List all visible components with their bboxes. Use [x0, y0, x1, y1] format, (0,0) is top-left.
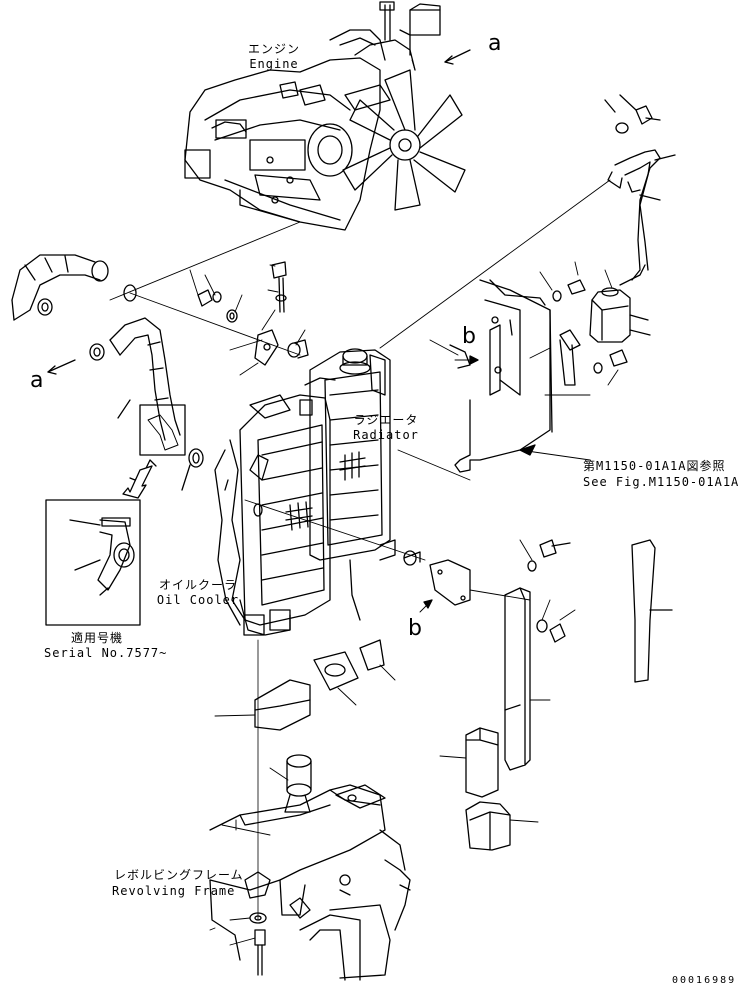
lower-mount-bracket: [403, 550, 471, 606]
cooling-fan: [342, 69, 466, 211]
reference-line-engine: [109, 221, 301, 301]
bolts-washers-top: [197, 261, 287, 323]
fig-ref-label-jp: 第M1150-01A1A図参照: [583, 459, 726, 473]
tank-bracket: [449, 279, 553, 473]
guard-strip: [631, 539, 673, 683]
arrow-a-top-head: [444, 55, 454, 65]
rubber-block-2: [465, 801, 511, 851]
ref-letter-b-upper: b: [462, 324, 476, 349]
cushion-wedge: [254, 679, 311, 731]
rubber-block-1: [465, 727, 499, 798]
top-bracket: [254, 329, 309, 366]
oil-cooler-label-en: Oil Cooler: [156, 593, 240, 607]
fig-ref-label-en: See Fig.M1150-01A1A: [583, 475, 740, 489]
arrow-a-left-head: [47, 365, 57, 375]
stay-bolts: [527, 539, 571, 643]
radiator-assembly: [214, 348, 396, 636]
frame-label-en: Revolving Frame: [112, 884, 236, 898]
radiator-label-jp: ラジエータ: [353, 413, 419, 427]
document-number: 00016989: [672, 975, 737, 986]
arrow-a-left: [47, 359, 76, 373]
ref-letter-a-top: a: [488, 31, 502, 56]
radiator-label-en: Radiator: [353, 428, 419, 442]
upper-radiator-hose: [11, 254, 109, 321]
engine-label-en: Engine: [249, 57, 299, 71]
detail-hose: [69, 517, 135, 596]
engine-assembly: [184, 1, 466, 231]
oil-cooler-label-jp: オイルクーラ: [158, 578, 237, 592]
serial-label-jp: 適用号機: [70, 631, 123, 645]
frame-label-jp: レボルビングフレーム: [114, 868, 244, 882]
serial-label-en: Serial No.7577~: [44, 646, 168, 660]
ref-letter-a-left: a: [30, 368, 44, 393]
lower-radiator-hose: [89, 317, 181, 441]
revolving-frame: [209, 784, 411, 981]
cushion-small: [359, 639, 385, 671]
frame-mount-post: [284, 754, 312, 813]
cushion-ring: [313, 651, 359, 691]
reference-line-clamp: [129, 292, 301, 356]
bolts-right-mid: [552, 279, 628, 386]
hose-clamp-lower: [188, 448, 204, 468]
ref-letter-b-lower: b: [408, 616, 422, 641]
detail-inset-box: [45, 499, 141, 626]
reference-line-right: [379, 179, 611, 349]
arrow-a-top: [444, 49, 471, 63]
engine-label-jp: エンジン: [247, 42, 300, 56]
bolt-washer-upper-right: [604, 94, 676, 201]
detail-highlight-box: [139, 404, 186, 456]
stay-bar: [504, 587, 531, 771]
reserve-tank-hose: [607, 149, 661, 281]
reserve-tank: [589, 264, 651, 343]
hose-clamps-upper: [37, 284, 137, 316]
